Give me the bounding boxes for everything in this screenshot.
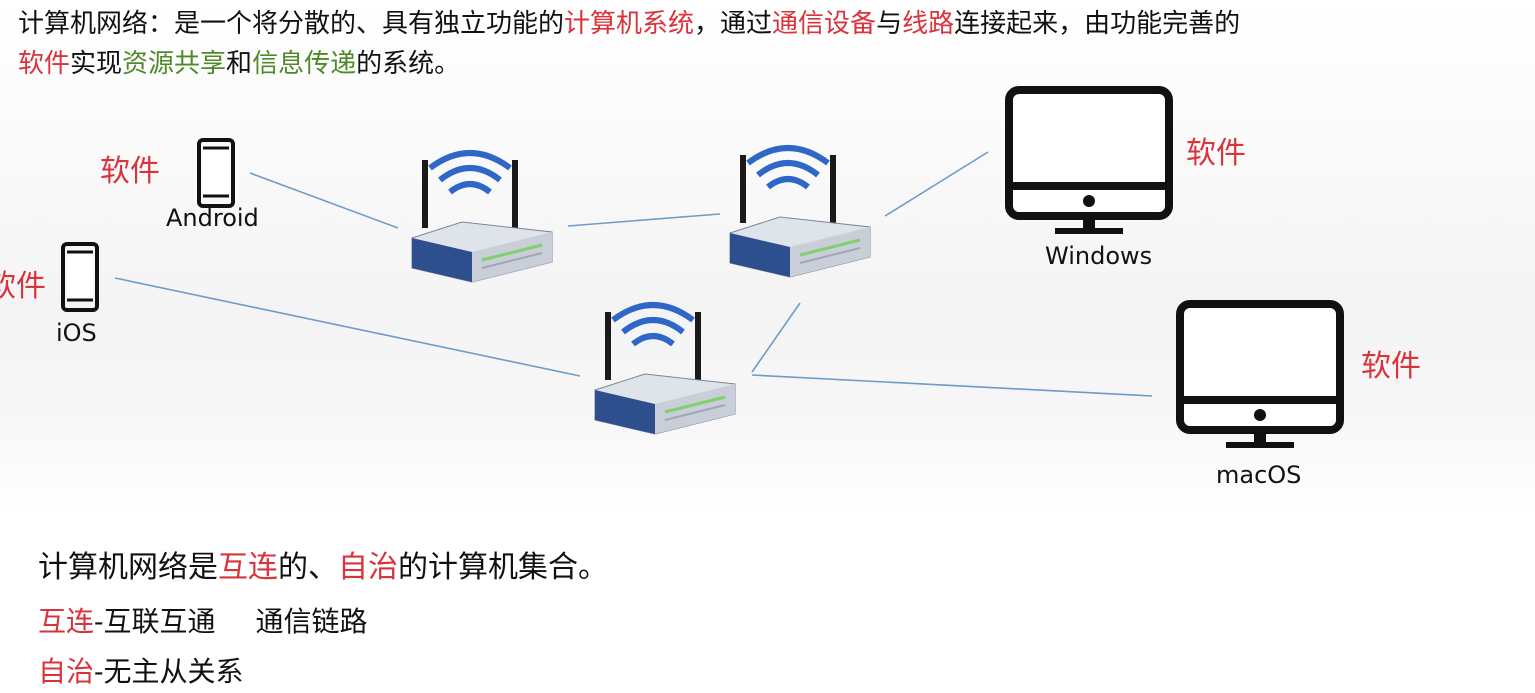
router-icon-left [412, 153, 552, 282]
text-segment: 实现 [70, 49, 123, 79]
def-suffix: 的计算机集合。 [398, 550, 608, 585]
network-links [114, 151, 1153, 397]
interconnect-explanation: 互连-互联互通 通信链路 [38, 600, 368, 640]
definition-line-2: 软件实现资源共享和信息传递的系统。 [18, 44, 1535, 84]
autonomous-term: 自治 [38, 655, 95, 688]
definition-line-1: 计算机网络：是一个将分散的、具有独立功能的计算机系统，通过通信设备与线路连接起来… [18, 4, 1535, 44]
network-definition: 计算机网络是互连的、自治的计算机集合。 [38, 542, 608, 586]
def-prefix: 计算机网络是 [38, 550, 218, 585]
interconnect-extra: 通信链路 [255, 605, 368, 638]
interconnect-term: 互连 [38, 605, 95, 638]
network-diagram: Android 软件 iOS 软件 Windows 软件 macOS 软件 [0, 0, 1421, 489]
highlight-resource-sharing: 资源共享 [122, 49, 227, 79]
android-phone-icon [197, 138, 235, 208]
highlight-line: 线路 [902, 9, 955, 39]
macos-software-label: 软件 [1361, 349, 1421, 384]
text-segment: 的系统。 [356, 49, 461, 79]
router-icon-bottom [595, 305, 735, 434]
def-autonomous: 自治 [338, 550, 398, 585]
macos-label: macOS [1216, 461, 1301, 489]
windows-label: Windows [1045, 242, 1152, 270]
ios-software-label: 软件 [0, 269, 46, 304]
ios-phone-icon [61, 242, 99, 312]
text-segment: 计算机网络：是一个将分散的、具有独立功能的 [18, 9, 565, 39]
text-segment: 和 [226, 49, 253, 79]
highlight-software: 软件 [18, 49, 71, 79]
highlight-computer-system: 计算机系统 [564, 9, 695, 39]
windows-software-label: 软件 [1186, 136, 1246, 171]
ios-label: iOS [56, 319, 97, 347]
text-segment: 与 [876, 9, 903, 39]
autonomous-explanation: 自治-无主从关系 [38, 650, 243, 690]
android-label: Android [166, 204, 259, 232]
text-segment: 连接起来，由功能完善的 [954, 9, 1241, 39]
text-segment: ，通过 [694, 9, 773, 39]
windows-monitor-icon [1009, 90, 1169, 234]
router-icon-right [730, 148, 870, 277]
highlight-info-transfer: 信息传递 [252, 49, 357, 79]
def-interconnect: 互连 [218, 550, 278, 585]
autonomous-desc: -无主从关系 [94, 655, 244, 688]
interconnect-desc: -互联互通 [94, 605, 216, 638]
android-software-label: 软件 [100, 154, 160, 189]
def-mid: 的、 [278, 550, 338, 585]
macos-monitor-icon [1180, 304, 1340, 448]
highlight-comm-device: 通信设备 [772, 9, 877, 39]
definition-paragraph: 计算机网络：是一个将分散的、具有独立功能的计算机系统，通过通信设备与线路连接起来… [18, 4, 1535, 84]
